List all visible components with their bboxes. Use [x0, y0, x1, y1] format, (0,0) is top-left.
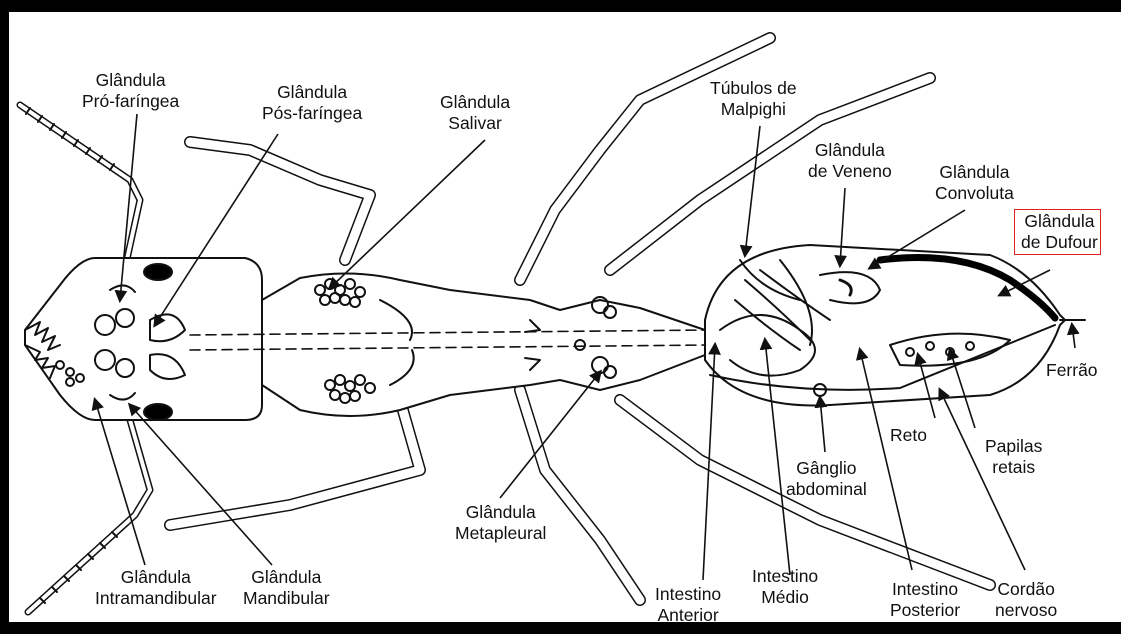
- gaster-outline: [705, 245, 1065, 405]
- label-reto: Reto: [890, 425, 927, 446]
- label-ferrao: Ferrão: [1046, 360, 1098, 381]
- head-outline: [25, 258, 262, 420]
- thorax-outline: [262, 273, 705, 416]
